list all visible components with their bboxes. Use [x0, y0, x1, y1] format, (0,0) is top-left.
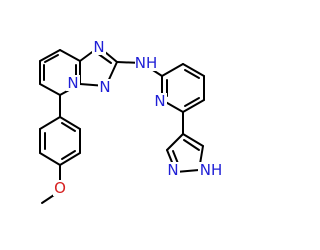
bond	[182, 133, 204, 147]
bond	[182, 63, 205, 77]
bond	[39, 152, 61, 166]
bond-double-inner	[184, 97, 200, 107]
bond	[39, 83, 61, 96]
atom-label: N	[167, 161, 178, 179]
bond-double-inner	[61, 150, 76, 160]
atom-n-triazole-top: N	[92, 38, 106, 56]
atom-label: N	[67, 74, 78, 92]
bond-double-inner	[44, 54, 59, 63]
atom-o-methoxy: O	[53, 179, 67, 197]
bond	[166, 133, 184, 151]
atom-nh-linker: NH	[135, 54, 159, 72]
atom-n-triazole-bottom: N	[98, 78, 112, 96]
bond	[182, 99, 205, 113]
bond	[161, 63, 184, 77]
bond	[39, 116, 61, 130]
atom-label-layer: N N N NH O N N NH	[53, 38, 224, 197]
bond	[39, 49, 61, 62]
structure-diagram: N N N NH O N N NH	[39, 38, 224, 204]
bond	[59, 49, 81, 62]
bond-double-inner	[184, 69, 200, 79]
atom-nh-pyrazole: NH	[198, 161, 224, 179]
atom-label: N	[93, 38, 104, 56]
bond-double-inner	[61, 122, 76, 132]
atom-label: NH	[135, 54, 158, 72]
bond-double-inner	[183, 139, 200, 151]
atom-n-pyridine: N	[153, 92, 167, 110]
atom-label: N	[99, 78, 110, 96]
atom-label: O	[54, 179, 66, 197]
atom-n-pyrazole: N	[166, 161, 180, 179]
atom-label: NH	[200, 161, 223, 179]
atom-label: N	[154, 92, 165, 110]
bond	[59, 116, 81, 130]
atom-n-bridgehead: N	[66, 74, 80, 92]
molecule-drawing: N N N NH O N N NH	[39, 38, 224, 204]
bond	[59, 152, 81, 166]
